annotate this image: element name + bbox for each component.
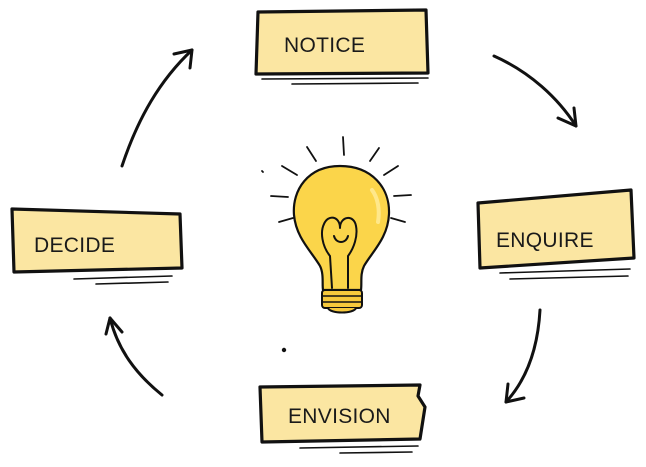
stage-decide-label: DECIDE — [34, 234, 115, 257]
bulb-rays — [261, 136, 412, 223]
bulb-base-thread — [323, 295, 361, 303]
bulb-base — [321, 289, 363, 309]
stage-notice-underline — [261, 77, 429, 85]
arrow-decide-to-notice — [120, 48, 194, 168]
stage-decide: DECIDE — [10, 207, 184, 285]
stage-enquire: ENQUIRE — [476, 188, 636, 280]
arrow-envision-to-decide — [104, 316, 164, 397]
ink-dot — [281, 347, 287, 353]
light-bulb-icon — [261, 136, 412, 314]
arrow-notice-to-enquire — [492, 54, 578, 128]
bulb-highlight — [370, 188, 381, 224]
stage-enquire-label: ENQUIRE — [496, 229, 594, 252]
stage-decide-underline — [73, 275, 173, 285]
bulb-filament — [321, 216, 358, 289]
stage-envision-box — [258, 383, 427, 444]
stage-envision-underline — [299, 445, 419, 454]
stage-decide-box — [10, 207, 184, 274]
stage-notice-box — [254, 8, 430, 76]
stage-notice-label: NOTICE — [284, 34, 365, 57]
stage-envision: ENVISION — [258, 383, 427, 454]
stage-notice: NOTICE — [254, 8, 430, 85]
stage-enquire-box — [476, 188, 636, 270]
bulb-tip — [327, 307, 357, 314]
arrow-enquire-to-envision — [504, 308, 542, 404]
stage-enquire-underline — [499, 268, 631, 280]
stage-envision-label: ENVISION — [288, 405, 391, 428]
bulb-glass — [292, 164, 391, 292]
